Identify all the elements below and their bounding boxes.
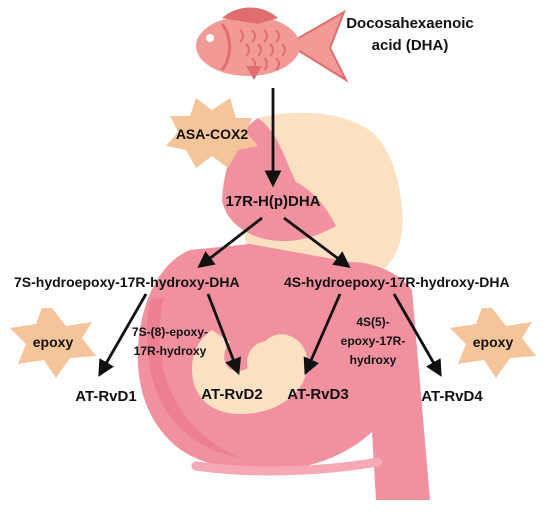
star-burst-enzyme <box>166 98 258 168</box>
product-label-rvd2: AT-RvD2 <box>201 386 262 403</box>
right-epoxide-label-line2: epoxy-17R- <box>341 334 406 348</box>
pregnant-woman-illustration <box>137 112 430 500</box>
source-label-line2: acid (DHA) <box>372 37 449 54</box>
arrows <box>98 88 442 377</box>
product-label-rvd1: AT-RvD1 <box>75 388 136 405</box>
product-label-rvd3: AT-RvD3 <box>287 386 348 403</box>
arrow-hub-to-left-intermediate <box>197 216 263 269</box>
right-epoxide-label-line1: 4S(5)- <box>356 315 389 329</box>
star-burst-epoxy-left <box>10 308 96 378</box>
fish-eye <box>206 34 214 42</box>
fish-icon <box>196 7 349 83</box>
fish-scales <box>239 29 286 71</box>
left-epoxide-label-line2: 17R-hydroxy <box>134 344 207 358</box>
right-epoxide-label-line3: hydroxy <box>350 353 397 367</box>
arrow-hub-to-right-intermediate <box>283 216 351 269</box>
arrow-right-intermediate-to-rvd4 <box>392 293 442 377</box>
hub-label: 17R-H(p)DHA <box>226 193 321 210</box>
source-label-line1: Docosahexaenoic <box>346 15 474 32</box>
arrow-left-intermediate-to-rvd2 <box>206 293 242 376</box>
enzyme-label: ASA-COX2 <box>176 126 249 142</box>
right-intermediate-label: 4S-hydroepoxy-17R-hydroxy-DHA <box>284 274 510 290</box>
dress-belly-shade <box>146 298 240 458</box>
star-burst-epoxy-right <box>450 308 536 378</box>
dress-hem <box>191 457 383 476</box>
arrow-left-intermediate-to-rvd1 <box>98 293 148 377</box>
epoxy-label-left: epoxy <box>33 334 74 350</box>
left-intermediate-label: 7S-hydroepoxy-17R-hydroxy-DHA <box>14 274 240 290</box>
baby-head <box>247 341 289 383</box>
arrow-right-intermediate-to-rvd3 <box>303 293 342 376</box>
product-label-rvd4: AT-RvD4 <box>421 388 483 405</box>
fish-tail <box>286 9 349 83</box>
fish-side-fin <box>246 66 262 80</box>
fish-gill <box>220 23 231 71</box>
fish-top-fin <box>222 7 278 24</box>
epoxy-label-right: epoxy <box>473 334 514 350</box>
left-epoxide-label-line1: 7S-(8)-epoxy- <box>132 325 208 339</box>
